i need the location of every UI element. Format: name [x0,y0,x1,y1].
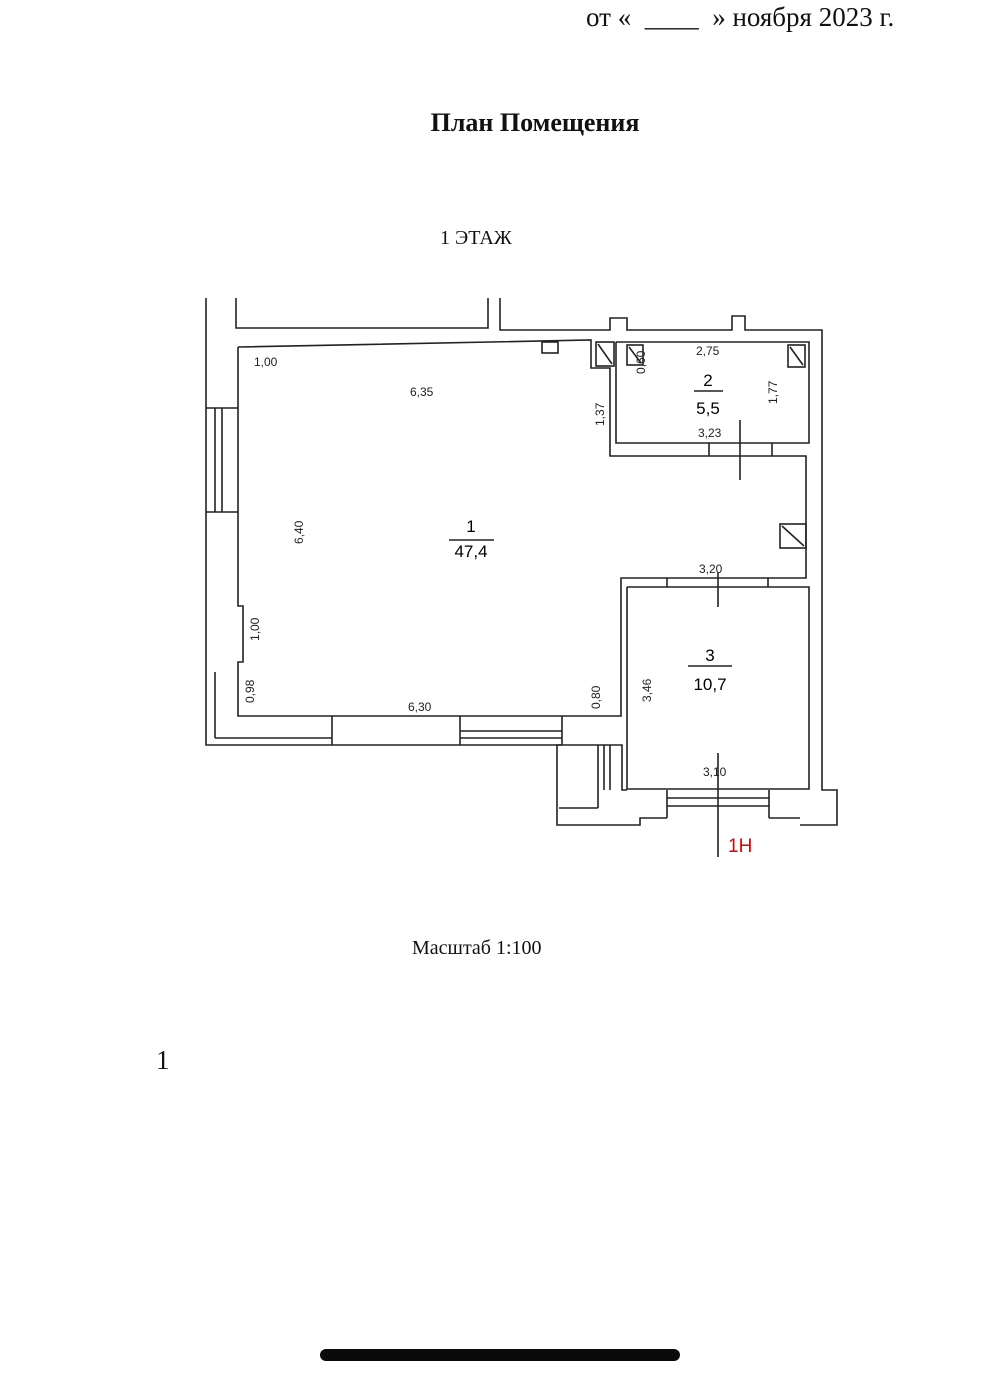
dimension-label: 3,46 [640,678,654,702]
room-2-area: 5,5 [696,399,720,418]
document-date-line: от « ____ » ноября 2023 г. [586,2,895,32]
shaft-2 [626,344,644,366]
shaft-4 [541,341,559,354]
room-1-area: 47,4 [454,542,487,561]
scale-label: Масштаб 1:100 [412,937,542,959]
room-3-outline [626,586,810,790]
window-bottom-1 [331,716,563,746]
page-number: 1 [156,1045,170,1075]
shaft-3 [787,344,806,368]
dimension-label: 6,35 [410,385,434,399]
floor-label: 1 ЭТАЖ [440,227,512,249]
shaft-1 [595,341,615,367]
floor-plan: 1 47,4 2 5,5 3 10,7 1,00 6,35 6,30 2,75 … [205,298,838,857]
wall-top-left [205,298,332,746]
dimension-label: 1,77 [766,380,780,404]
room-2-number: 2 [703,371,712,390]
room-1-number: 1 [466,517,475,536]
dimension-label: 6,40 [292,520,306,544]
dimension-label: 1,00 [248,617,262,641]
dimension-label: 1,00 [254,355,278,369]
room-3-number: 3 [705,646,714,665]
room-1-outline [237,339,807,717]
dimension-label: 0,80 [589,685,603,709]
room-3-area: 10,7 [693,675,726,694]
dimension-label: 1,37 [593,402,607,426]
room-2-outline [615,341,810,444]
wall-bottom-step [562,744,627,791]
dimension-label: 2,75 [696,344,720,358]
wall-bottom-mid [556,744,667,826]
dimension-label: 3,23 [698,426,722,440]
home-indicator[interactable] [320,1349,680,1361]
unit-label: 1Н [728,836,752,857]
dimension-label: 0,60 [634,350,648,374]
dimension-label: 0,98 [243,679,257,703]
wall-top-right [499,298,838,826]
shaft-5 [779,523,807,549]
dimension-label: 3,10 [703,765,727,779]
dimension-label: 6,30 [408,700,432,714]
window-left [206,407,238,513]
dimension-label: 3,20 [699,562,723,576]
document-title: План Помещения [430,108,640,137]
wall-top-stub [235,298,489,329]
